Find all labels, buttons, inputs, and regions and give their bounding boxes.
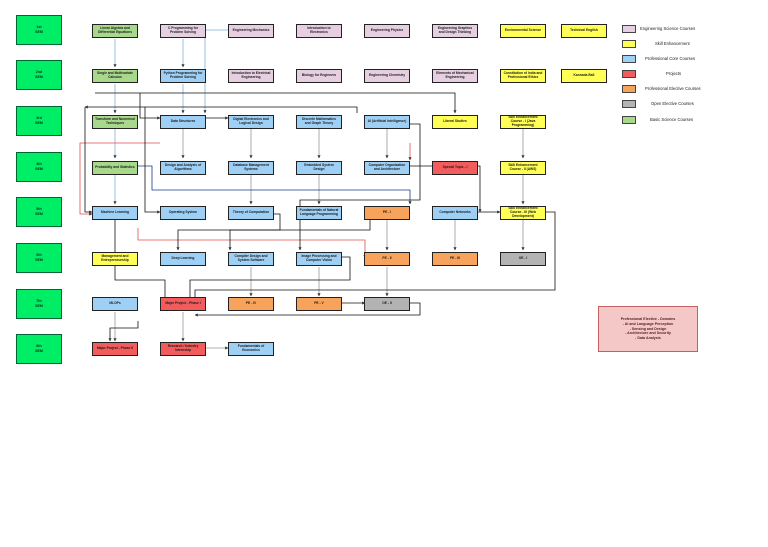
legend-label: Engineering Science Courses	[640, 26, 696, 31]
course-box[interactable]: PE - II	[364, 252, 410, 266]
course-box[interactable]: Discrete Mathematics and Graph Theory	[296, 115, 342, 129]
legend-label: Projects	[666, 71, 682, 76]
course-box[interactable]: Constitution of India and Professional E…	[500, 69, 546, 83]
course-box[interactable]: Liberal Studies	[432, 115, 478, 129]
legend-item	[622, 99, 636, 109]
course-box[interactable]: Embedded System Design	[296, 161, 342, 175]
course-box[interactable]: Skill Enhancement Course - II (AWS)	[500, 161, 546, 175]
course-box[interactable]: Fundamentals of Economics	[228, 342, 274, 356]
course-box[interactable]: Engineering Graphics and Design Thinking	[432, 24, 478, 38]
legend-item	[622, 69, 636, 79]
legend-item	[622, 24, 636, 34]
course-box[interactable]: Theory of Computation	[228, 206, 274, 220]
legend-label: Skill Enhancement	[655, 41, 690, 46]
course-box[interactable]: Research / Industry Internship	[160, 342, 206, 356]
note-title: Professional Elective - Domains	[620, 317, 676, 322]
legend-swatch	[622, 100, 636, 108]
course-box[interactable]: Computer Networks	[432, 206, 478, 220]
legend-swatch	[622, 25, 636, 33]
legend-swatch	[622, 116, 636, 124]
course-box[interactable]: PE - IV	[228, 297, 274, 311]
course-box[interactable]: Engineering Mechanics	[228, 24, 274, 38]
legend-label: Open Elective Courses	[651, 101, 694, 106]
course-box[interactable]: Major Project - Phase II	[92, 342, 138, 356]
course-box[interactable]: Environmental Science	[500, 24, 546, 38]
legend-swatch	[622, 55, 636, 63]
course-box[interactable]: Machine Learning	[92, 206, 138, 220]
course-box[interactable]: Engineering Chemistry	[364, 69, 410, 83]
legend-swatch	[622, 40, 636, 48]
course-box[interactable]: Skill Enhancement Course - I (Java Progr…	[500, 115, 546, 129]
note-line: - Sensing and Design	[629, 326, 667, 331]
course-box[interactable]: Transform and Numerical Techniques	[92, 115, 138, 129]
legend-swatch	[622, 70, 636, 78]
course-box[interactable]: Biology for Engineers	[296, 69, 342, 83]
course-box[interactable]: Kannada Bali	[561, 69, 607, 83]
course-box[interactable]: Special Topic - I	[432, 161, 478, 175]
elective-domains-note: Professional Elective - Domains - AI and…	[598, 306, 698, 352]
course-box[interactable]: Technical English	[561, 24, 607, 38]
course-box[interactable]: Introduction to Electrical Engineering	[228, 69, 274, 83]
course-box[interactable]: PE - I	[364, 206, 410, 220]
course-box[interactable]: Single and Multivariate Calculus	[92, 69, 138, 83]
legend-item	[622, 39, 636, 49]
course-box[interactable]: OE - I	[500, 252, 546, 266]
course-box[interactable]: Digital Electronics and Logical Design	[228, 115, 274, 129]
course-box[interactable]: Deep Learning	[160, 252, 206, 266]
course-box[interactable]: Major Project - Phase I	[160, 297, 206, 311]
course-box[interactable]: Introduction to Electronics	[296, 24, 342, 38]
course-box[interactable]: Data Structures	[160, 115, 206, 129]
course-box[interactable]: Skill Enhancement Course - III (Web Deve…	[500, 206, 546, 220]
course-box[interactable]: Probability and Statistics	[92, 161, 138, 175]
course-box[interactable]: AI (Artificial Intelligence)	[364, 115, 410, 129]
legend-label: Professional Elective Courses	[645, 86, 701, 91]
note-line: - Data Analysis	[635, 336, 661, 340]
course-box[interactable]: Engineering Physics	[364, 24, 410, 38]
legend-item	[622, 115, 636, 125]
course-box[interactable]: Database Management Systems	[228, 161, 274, 175]
course-box[interactable]: PE - V	[296, 297, 342, 311]
legend-label: Basic Science Courses	[650, 117, 694, 122]
course-box[interactable]: Python Programming for Problem Solving	[160, 69, 206, 83]
course-box[interactable]: Management and Entrepreneurship	[92, 252, 138, 266]
legend-item	[622, 54, 636, 64]
course-box[interactable]: PE - III	[432, 252, 478, 266]
legend-label: Professional Core Courses	[645, 56, 696, 61]
course-box[interactable]: Elements of Mechanical Engineering	[432, 69, 478, 83]
course-box[interactable]: Operating System	[160, 206, 206, 220]
course-box[interactable]: OE - II	[364, 297, 410, 311]
legend-item	[622, 84, 636, 94]
course-box[interactable]: MLOPs	[92, 297, 138, 311]
note-line: - AI and Language Perception	[622, 321, 674, 326]
course-box[interactable]: C Programming for Problem Solving	[160, 24, 206, 38]
course-box[interactable]: Computer Organization and Architecture	[364, 161, 410, 175]
note-line: - Architecture and Security	[625, 331, 671, 336]
course-box[interactable]: Fundamentals of Natural Language Program…	[296, 206, 342, 220]
legend-swatch	[622, 85, 636, 93]
course-box[interactable]: Compiler Design and System Software	[228, 252, 274, 266]
course-box[interactable]: Linear Algebra and Differential Equation…	[92, 24, 138, 38]
course-box[interactable]: Image Processing and Computer Vision	[296, 252, 342, 266]
course-box[interactable]: Design and Analysis of Algorithms	[160, 161, 206, 175]
